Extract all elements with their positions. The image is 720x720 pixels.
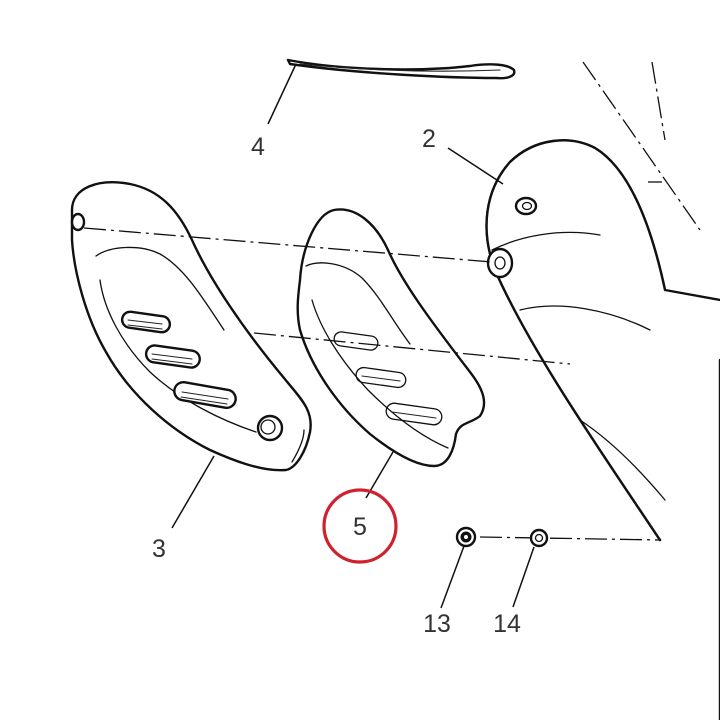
callout-13: 13 bbox=[423, 610, 451, 638]
part-5-drawing bbox=[296, 208, 486, 468]
callout-4: 4 bbox=[251, 133, 265, 161]
part-14-washer bbox=[529, 528, 549, 548]
part-2-drawing bbox=[485, 139, 720, 720]
callout-14: 14 bbox=[493, 610, 521, 638]
part-4-drawing bbox=[286, 58, 516, 80]
callout-labels: 2 3 4 5 13 14 bbox=[152, 125, 521, 638]
assembly-centerlines bbox=[83, 227, 661, 541]
callout-2: 2 bbox=[422, 125, 436, 153]
callout-3: 3 bbox=[152, 535, 166, 563]
part-5-vent-slots bbox=[333, 331, 443, 426]
upper-right-centerlines bbox=[582, 61, 701, 231]
part-13-nut bbox=[455, 526, 477, 548]
part-3-vent-slots bbox=[120, 310, 237, 410]
callout-5: 5 bbox=[353, 513, 367, 541]
highlight-circle bbox=[322, 488, 398, 564]
part-3-drawing bbox=[70, 181, 312, 472]
